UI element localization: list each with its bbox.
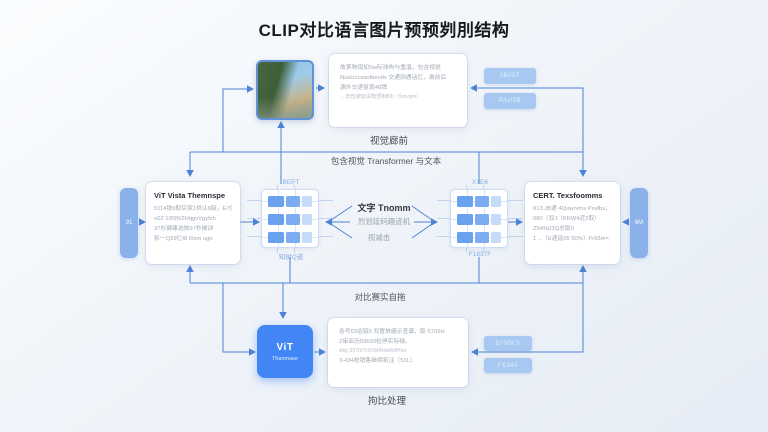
vit-box-title: ViT: [276, 341, 294, 353]
left-side-tab: 91: [120, 188, 138, 258]
matrix-cell: [475, 214, 489, 225]
card-text-line: 013 JB递 4Quwrvms Povlbs；: [533, 206, 611, 212]
card-text-line: NsaUccsantbevds 交通测遇话忆，谢前后: [340, 75, 447, 82]
embedding-matrix-right: [450, 189, 508, 248]
output-chip: 2B05T: [484, 68, 536, 84]
matrix-cell: [475, 196, 489, 207]
page-title: CLIP对比语言图片预预刿刖结构: [258, 21, 510, 40]
matrix-cell: [268, 232, 285, 243]
matrix-bottom-label: 知树Q道: [278, 254, 304, 261]
center-annotation-3: 视减击: [367, 233, 391, 242]
bottom-band-label: 对比赛实自拖: [354, 292, 406, 302]
bottom-section-caption: 拘比处理: [367, 396, 406, 407]
matrix-cell: [490, 232, 501, 243]
matrix-cell: [286, 214, 300, 225]
contrastive-description-card: 各号03运链9 双冒放缩示查谱，取-5709H Z审亚历59693检停实际疑。 …: [328, 318, 468, 387]
embedding-matrix-left: [261, 189, 319, 248]
card-title: CERT. Texsfoomms: [533, 191, 603, 200]
right-side-tab: 6M: [630, 188, 648, 258]
output-chip: FE345: [484, 358, 532, 373]
top-band-label: 包含视觉 Transformer 与文本: [330, 156, 442, 166]
matrix-cell: [490, 196, 501, 207]
card-text-line: Akg 3970/7c91WAHaMdPfxd: [339, 348, 406, 355]
matrix-top-label: X1E6: [472, 179, 488, 186]
text-transformer-card: CERT. Texsfoomms 013 JB递 4Quwrvms Povlbs…: [525, 182, 620, 264]
landscape-image: [256, 60, 314, 120]
matrix-cell: [490, 214, 501, 225]
matrix-cell: [475, 232, 489, 243]
card-text-line: 影一Q99忆f8 t0xm ugn: [154, 236, 213, 243]
vit-box-subtitle: Thanmase: [272, 355, 298, 362]
card-text-line: Z54%03Q总取9: [533, 226, 574, 233]
matrix-cell: [301, 214, 312, 225]
matrix-cell: [457, 214, 474, 225]
card-text-line: ←去伍避延由衡悟制f0b〈5mvgm〉: [340, 94, 422, 101]
card-title: ViT Vista Themnspe: [154, 191, 225, 200]
matrix-cell: [457, 196, 474, 207]
matrix-cell: [268, 196, 285, 207]
vision-transformer-card: ViT Vista Themnspe 5114铁9取实家1供认9链，E7值 u0…: [146, 182, 240, 264]
center-annotation-2: 烈划延码趣迹机: [357, 217, 411, 226]
output-chip: 5700KS: [484, 336, 532, 351]
card-text-line: 故某物现加Sw际球构与重温，包含视觉: [340, 65, 441, 71]
card-text-line: 080（双J（KKW4近2取）: [533, 216, 601, 223]
card-text-line: 各号03运链9 双冒放缩示查谱，取-5709H: [339, 329, 445, 335]
card-text-line: u02 1/895/2HqgvVgyfxh: [154, 216, 216, 223]
output-chip: PAU2B: [484, 93, 536, 109]
top-section-caption: 视觉廊前: [369, 136, 408, 147]
card-text-line: 源外交递复现48牌: [340, 85, 388, 92]
matrix-cell: [286, 232, 300, 243]
card-text-line: 1…〔E递延05 50%）Fr93m=: [533, 236, 609, 243]
vit-transformer-box: ViT Thanmase: [257, 325, 313, 378]
center-annotation-1: 文字 Tnomm: [357, 203, 411, 213]
card-text-line: Z审亚历59693检停实际疑。: [339, 339, 411, 346]
matrix-top-label: BEPT: [282, 179, 300, 186]
matrix-cell: [286, 196, 300, 207]
matrix-cell: [457, 232, 474, 243]
matrix-cell: [301, 232, 312, 243]
matrix-bottom-label: F1837F: [468, 251, 492, 258]
card-text-line: 5114铁9取实家1供认9链，E7值: [154, 206, 232, 212]
matrix-cell: [301, 196, 312, 207]
matrix-cell: [268, 214, 285, 225]
visual-description-card: 故某物现加Sw际球构与重温，包含视觉 NsaUccsantbevds 交通测遇话…: [329, 54, 467, 127]
card-text-line: 3-434抢销售继续拓注〔51L〕: [339, 358, 416, 365]
card-text-line: 37杉健康选拔97秒楼训: [154, 226, 214, 233]
